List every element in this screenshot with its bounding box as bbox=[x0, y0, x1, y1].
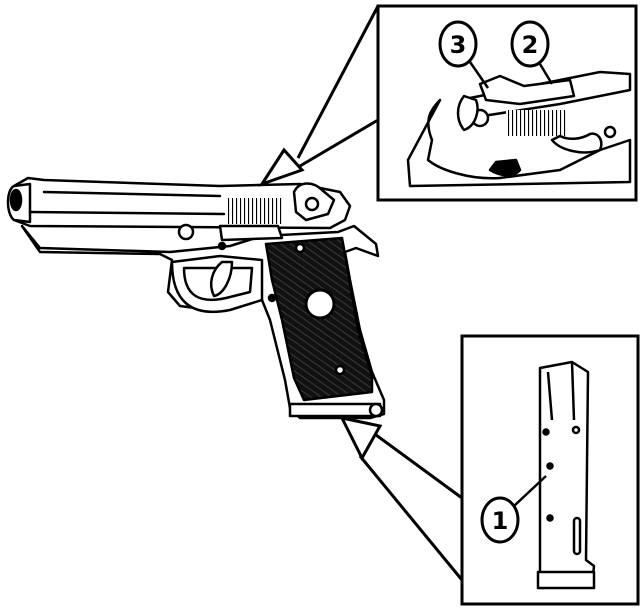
slide-stop bbox=[220, 226, 282, 240]
arrow-head bbox=[262, 150, 302, 184]
inset-magazine: 1 bbox=[342, 336, 638, 604]
pistol bbox=[8, 178, 384, 418]
callout-1-label: 1 bbox=[492, 507, 509, 535]
arrow-head bbox=[342, 418, 380, 458]
magazine bbox=[540, 362, 594, 588]
callout-3-label: 3 bbox=[450, 31, 467, 59]
callout-2-label: 2 bbox=[522, 31, 539, 59]
inset-slide: 3 2 bbox=[262, 6, 636, 200]
